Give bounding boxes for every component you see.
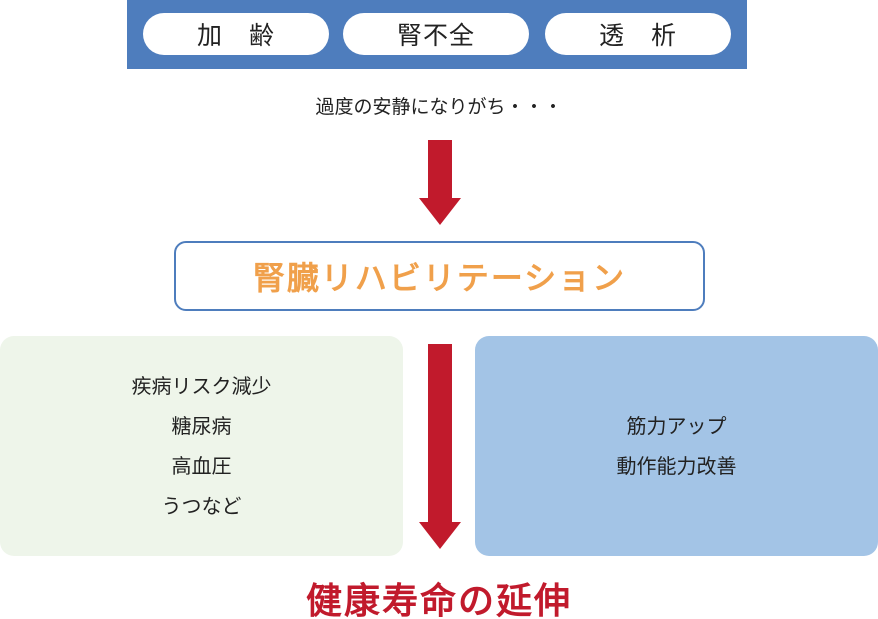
arrow-down-icon (419, 140, 461, 225)
renal-rehabilitation-box: 腎臓リハビリテーション (174, 241, 705, 311)
benefits-right-panel: 筋力アップ 動作能力改善 (475, 336, 878, 556)
cause-aging: 加 齢 (143, 13, 329, 55)
cause-renal-failure: 腎不全 (343, 13, 529, 55)
right-item-motor-ability: 動作能力改善 (616, 454, 737, 478)
result-healthy-life-extension: 健康寿命の延伸 (305, 581, 572, 619)
benefits-left-panel: 疾病リスク減少 糖尿病 高血圧 うつなど (0, 336, 403, 556)
causes-bar: 加 齢 腎不全 透 析 (127, 0, 747, 69)
cause-dialysis: 透 析 (545, 13, 731, 55)
caption-excessive-rest: 過度の安静になりがち・・・ (315, 96, 563, 118)
left-item-diabetes: 糖尿病 (171, 414, 232, 438)
right-item-muscle-strength: 筋力アップ (626, 414, 727, 438)
left-item-risk-reduction: 疾病リスク減少 (131, 374, 272, 398)
left-item-depression: うつなど (161, 494, 242, 518)
arrow-down-icon (419, 344, 461, 549)
left-item-hypertension: 高血圧 (171, 454, 232, 478)
renal-rehabilitation-label: 腎臓リハビリテーション (252, 259, 627, 297)
